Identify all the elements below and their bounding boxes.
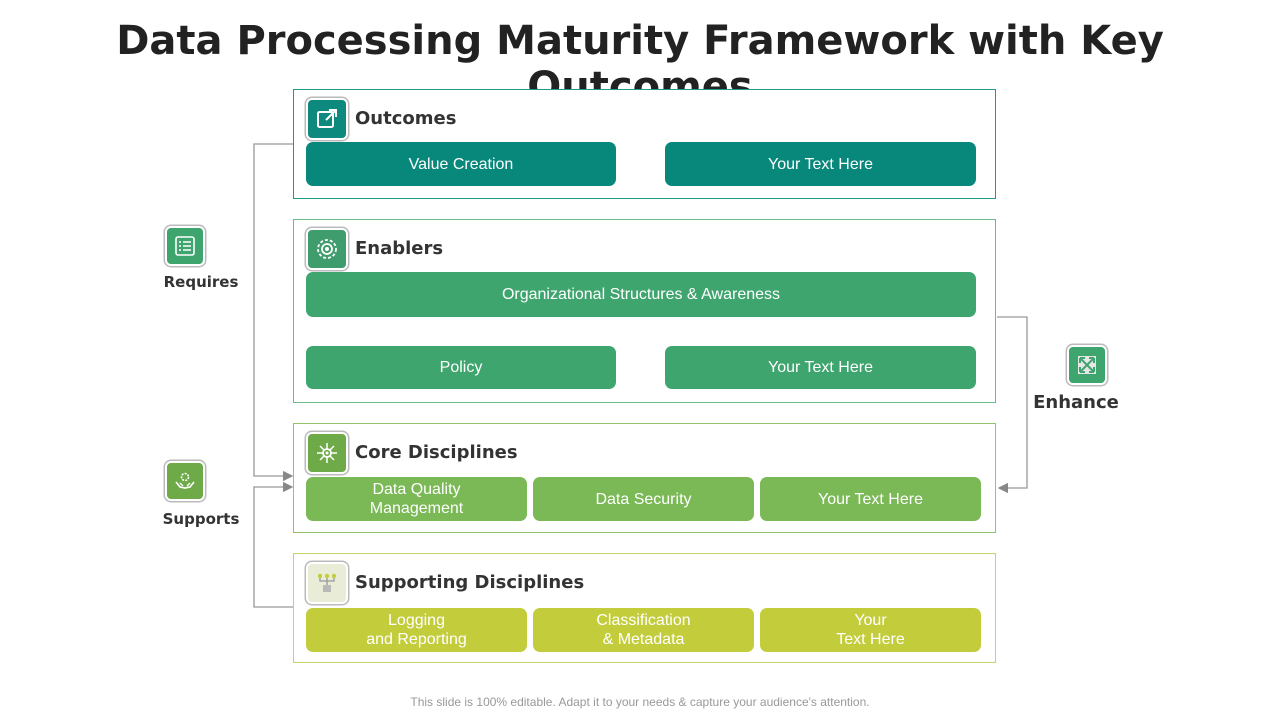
outcome-item-placeholder: Your Text Here (665, 142, 976, 186)
core-disciplines-heading: Core Disciplines (355, 442, 518, 463)
enablers-section: Enablers Organizational Structures & Awa… (293, 219, 996, 403)
outcomes-section: Outcomes Value Creation Your Text Here (293, 89, 996, 199)
external-link-icon (306, 98, 348, 140)
core-item-placeholder: Your Text Here (760, 477, 981, 521)
outcome-item-value-creation: Value Creation (306, 142, 616, 186)
supporting-item-classification: Classification & Metadata (533, 608, 754, 652)
supports-label: Supports (162, 510, 240, 528)
supporting-item-placeholder: Your Text Here (760, 608, 981, 652)
requires-connector (253, 143, 294, 482)
network-hub-icon (306, 432, 348, 474)
page-title: Data Processing Maturity Framework with … (116, 18, 1164, 110)
expand-arrows-icon (1067, 345, 1107, 385)
enabler-item-policy: Policy (306, 346, 616, 389)
supporting-disciplines-section: Supporting Disciplines Logging and Repor… (293, 553, 996, 663)
supports-connector (253, 481, 294, 608)
footer-note: This slide is 100% editable. Adapt it to… (410, 695, 870, 709)
requires-label: Requires (163, 273, 239, 291)
hands-gear-icon (165, 461, 205, 501)
target-gear-icon (306, 228, 348, 270)
enhance-connector (997, 316, 1028, 494)
enablers-heading: Enablers (355, 238, 444, 259)
enabler-item-placeholder: Your Text Here (665, 346, 976, 389)
core-item-data-security: Data Security (533, 477, 754, 521)
hierarchy-icon (306, 562, 348, 604)
enhance-label: Enhance (1033, 392, 1119, 413)
outcomes-heading: Outcomes (355, 108, 457, 129)
checklist-icon (165, 226, 205, 266)
supporting-disciplines-heading: Supporting Disciplines (355, 572, 585, 593)
core-disciplines-section: Core Disciplines Data Quality Management… (293, 423, 996, 533)
core-item-data-quality: Data Quality Management (306, 477, 527, 521)
supporting-item-logging: Logging and Reporting (306, 608, 527, 652)
enabler-item-org-structures: Organizational Structures & Awareness (306, 272, 976, 317)
